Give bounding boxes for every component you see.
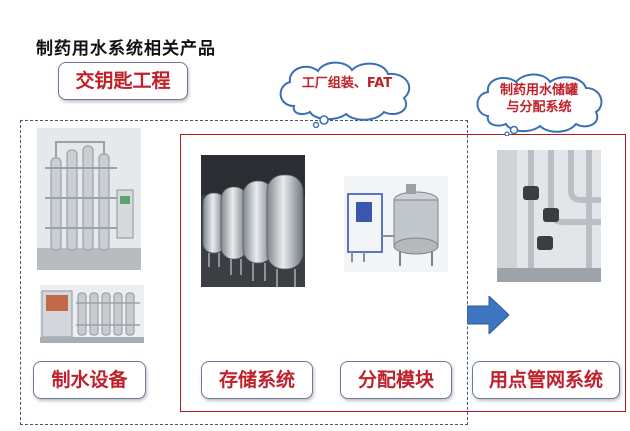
- storage-tanks-photo: [201, 155, 305, 287]
- turnkey-label: 交钥匙工程: [58, 62, 188, 100]
- storage-callout-line2: 与分配系统: [506, 100, 572, 115]
- point-of-use-piping-photo: [497, 150, 601, 282]
- turnkey-dashed-frame: [20, 120, 468, 425]
- factory-callout-text: 工厂组装、FAT: [301, 76, 393, 91]
- water-treatment-photo: [40, 285, 144, 343]
- distiller-photo: [37, 128, 141, 270]
- factory-callout-cloud: [279, 61, 411, 128]
- distribution-module-photo: [344, 176, 448, 272]
- system-red-frame: [180, 134, 626, 412]
- storage-callout-cloud: [476, 73, 603, 136]
- distribution-module-label: 分配模块: [340, 361, 452, 399]
- pipe-network-label: 用点管网系统: [472, 361, 620, 399]
- water-equipment-label: 制水设备: [33, 361, 146, 399]
- storage-callout-line1: 制药用水储罐: [499, 83, 578, 98]
- right-arrow-icon: [467, 296, 509, 334]
- page-title: 制药用水系统相关产品: [36, 39, 216, 59]
- storage-system-label: 存储系统: [201, 361, 313, 399]
